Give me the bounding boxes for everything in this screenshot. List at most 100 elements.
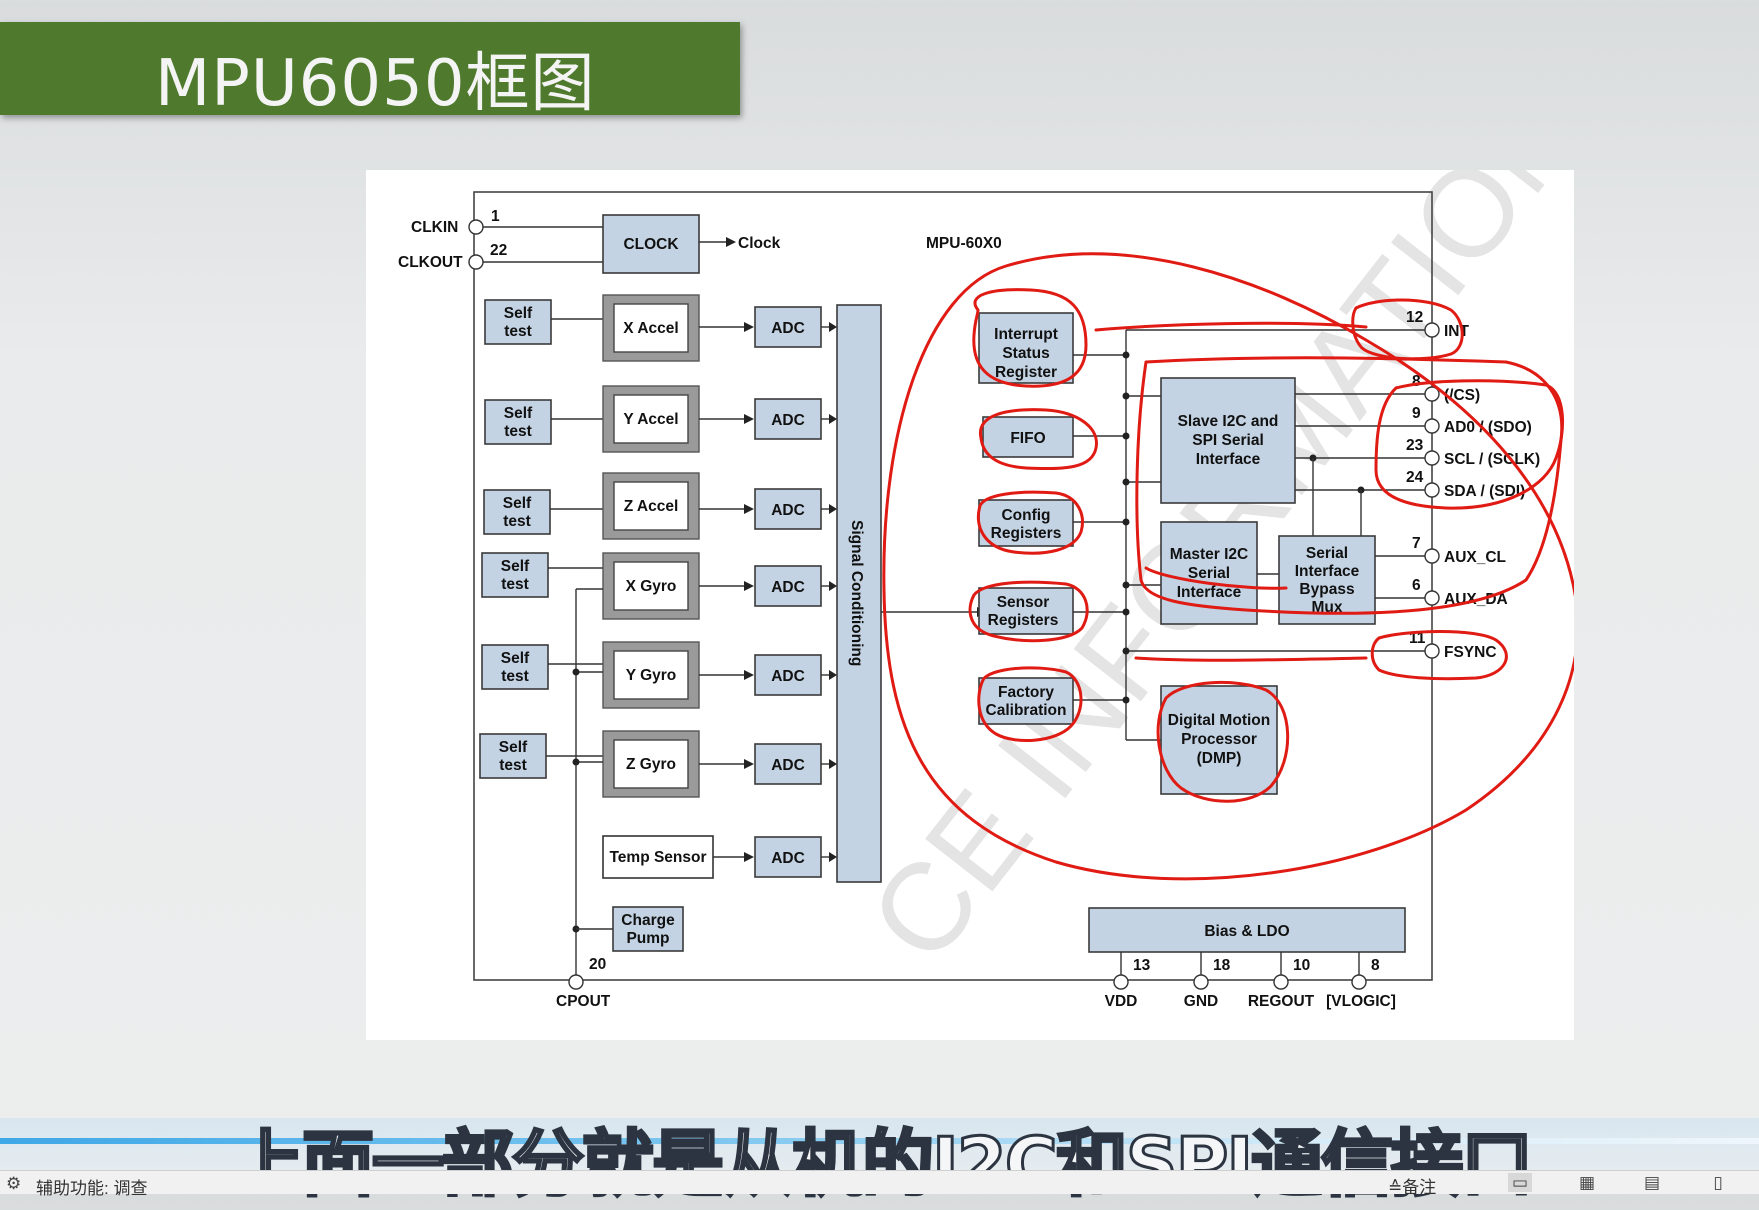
accessibility-status[interactable]: 辅助功能: 调查 [36, 1179, 148, 1198]
register-label: Register [995, 364, 1057, 381]
pin-vdd-label: VDD [1105, 993, 1138, 1010]
fifo-block [982, 416, 1074, 458]
charge-pump-block [612, 906, 684, 952]
chip-outline [473, 191, 1433, 981]
pin-number: 8 [1412, 373, 1421, 390]
video-progress-bar[interactable] [0, 1138, 1759, 1144]
self-test-label: test [501, 576, 529, 593]
slide-title: MPU6050框图 [155, 47, 596, 121]
register-label: FIFO [1010, 430, 1045, 447]
register-label: Calibration [986, 702, 1067, 719]
bias-ldo-block [1088, 907, 1406, 953]
self-test-label: test [499, 757, 527, 774]
self-test-label: Self [501, 558, 530, 575]
dmp-label: Processor [1181, 731, 1257, 748]
sensor-registers-block [978, 587, 1074, 635]
bypass-mux-label: Bypass [1299, 581, 1354, 598]
pin-int-label: INT [1444, 323, 1470, 340]
register-label: Sensor [997, 594, 1050, 611]
register-label: Factory [998, 684, 1054, 701]
accel-z-sensor: Z Accel [624, 498, 679, 515]
accel-x-sensor: X Accel [623, 320, 678, 337]
pin-number: 24 [1406, 469, 1424, 486]
status-bar: ⚙ 辅助功能: 调查 ≙备注 ▭ ▦ ▤ ▯ [0, 1170, 1759, 1198]
pin-number: 18 [1213, 957, 1231, 974]
diagram-canvas: CE INFORMATION MPU-60X0 CLKIN CLKOUT 1 2… [398, 170, 1574, 1010]
gyro-z-sensor: Z Gyro [626, 756, 676, 773]
right-pins: 12 INT 8 (/CS) 9 AD0 / (SDO) 23 SCL / (S… [1406, 309, 1540, 661]
self-test-label: Self [499, 739, 528, 756]
pin-clkin-label: CLKIN [411, 219, 458, 236]
pin-clkin-number: 1 [491, 208, 500, 225]
pin-number: 10 [1293, 957, 1310, 974]
master-interface-label: Serial [1188, 565, 1230, 582]
slave-interface-label: Interface [1196, 451, 1261, 468]
self-test-label: Self [503, 495, 532, 512]
sensor-row: Self test Y Accel ADC [484, 385, 837, 453]
temp-sensor-block [602, 835, 714, 879]
gyro-y-sensor: Y Gyro [626, 667, 677, 684]
self-test-block [481, 644, 549, 690]
pin-cpout [568, 974, 584, 990]
charge-pump-label: Charge [621, 912, 675, 929]
pin-fsync-label: FSYNC [1444, 644, 1497, 661]
pin-ad0-label: AD0 / (SDO) [1444, 419, 1532, 436]
register-label: Config [1001, 507, 1050, 524]
pin-number: 23 [1406, 437, 1424, 454]
sensor-row: Self test Y Gyro ADC [481, 641, 837, 709]
pin-number: 7 [1412, 535, 1421, 552]
slideshow-icon[interactable]: ▯ [1713, 1173, 1723, 1192]
self-test-label: test [501, 668, 529, 685]
bypass-mux-label: Interface [1295, 563, 1360, 580]
self-test-block [484, 299, 552, 345]
accessibility-icon[interactable]: ⚙ [6, 1174, 22, 1193]
slide-sorter-icon[interactable]: ▦ [1578, 1173, 1596, 1192]
slave-i2c-spi-block [1160, 377, 1296, 504]
master-interface-label: Interface [1177, 584, 1242, 601]
register-label: Registers [988, 612, 1059, 629]
normal-view-icon[interactable]: ▭ [1508, 1173, 1532, 1192]
pin-cs-label: (/CS) [1444, 387, 1480, 404]
adc-label: ADC [771, 668, 805, 685]
accel-y-sensor: Y Accel [623, 411, 678, 428]
dmp-label: Digital Motion [1168, 712, 1270, 729]
slave-interface-label: SPI Serial [1192, 432, 1264, 449]
self-test-label: Self [504, 405, 533, 422]
slave-interface-label: Slave I2C and [1178, 413, 1279, 430]
sensor-row: Self test X Accel ADC [484, 294, 837, 362]
reading-view-icon[interactable]: ▤ [1643, 1173, 1661, 1192]
self-test-block [481, 552, 549, 598]
notes-button[interactable]: ≙备注 [1388, 1178, 1437, 1197]
pin-clkout-label: CLKOUT [398, 254, 463, 271]
adc-label: ADC [771, 502, 805, 519]
pin-clkout [468, 254, 484, 270]
pin-cpout-number: 20 [589, 956, 606, 973]
pin-regout-label: REGOUT [1248, 993, 1315, 1010]
adc-block [754, 306, 822, 348]
clock-block [602, 214, 700, 274]
signal-conditioning-block [836, 304, 882, 883]
video-subtitle: 上面一部分就是从机的I2C和SPI通信接口 [230, 1121, 1534, 1208]
sensor-row: Self test Z Gyro ADC [479, 730, 837, 798]
pin-sda-label: SDA / (SDI) [1444, 483, 1525, 500]
adc-block [754, 836, 822, 878]
pin-number: 6 [1412, 577, 1421, 594]
register-label: Status [1002, 345, 1049, 362]
interrupt-status-register-block [978, 312, 1074, 384]
charge-pump-label: Pump [626, 930, 669, 947]
register-label: Registers [991, 525, 1062, 542]
pin-vlogic-label: [VLOGIC] [1326, 993, 1396, 1010]
block-diagram: CE INFORMATION MPU-60X0 CLKIN CLKOUT 1 2… [366, 170, 1574, 1040]
pin-clkout-number: 22 [490, 242, 507, 259]
self-test-label: test [504, 423, 532, 440]
adc-block [754, 743, 822, 785]
self-test-label: test [503, 513, 531, 530]
sensor-row: Self test X Gyro ADC [481, 552, 837, 620]
pin-number: 8 [1371, 957, 1380, 974]
self-test-label: test [504, 323, 532, 340]
self-test-block [483, 489, 551, 535]
temp-sensor-label: Temp Sensor [609, 849, 706, 866]
gyro-x-sensor: X Gyro [626, 578, 677, 595]
factory-calibration-block [978, 677, 1074, 725]
pin-number: 12 [1406, 309, 1423, 326]
